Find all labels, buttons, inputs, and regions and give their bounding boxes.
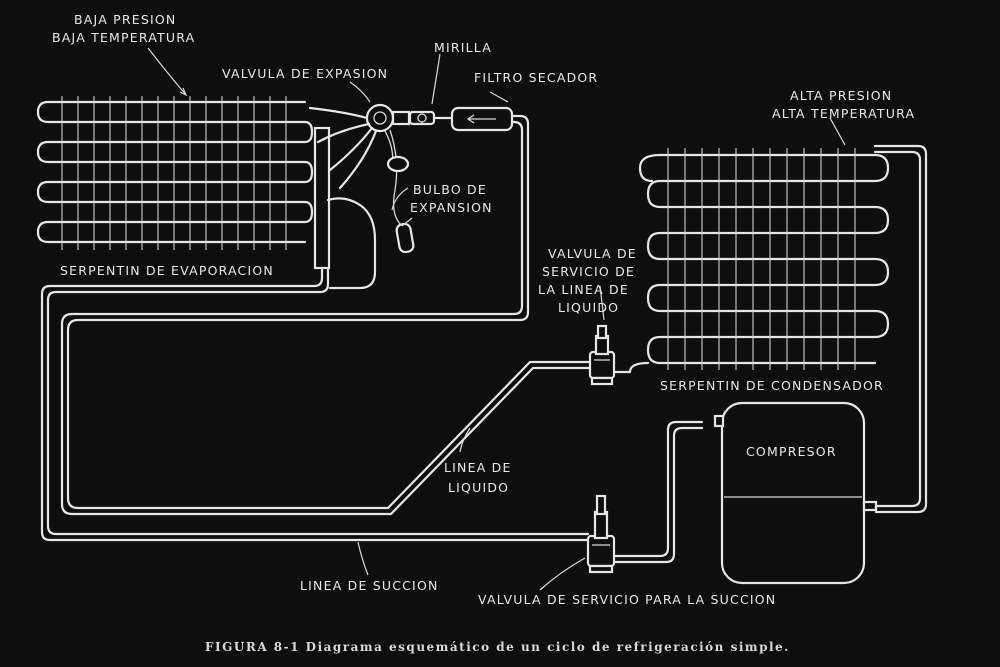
expansion-bulb-label-1: BULBO DE (413, 182, 487, 197)
liquid-line-label-1: LINEA DE (444, 460, 512, 475)
evaporator-coil-label: SERPENTIN DE EVAPORACION (60, 263, 274, 278)
suction-service-valve-label: VALVULA DE SERVICIO PARA LA SUCCION (478, 592, 777, 607)
suction-line-label: LINEA DE SUCCION (300, 578, 439, 593)
liquid-line (612, 361, 650, 374)
liquid-service-valve (588, 324, 616, 386)
evaporator-header (313, 126, 331, 270)
liquid-service-valve-label-3: LA LINEA DE (538, 282, 629, 297)
suction-line (40, 266, 590, 542)
compressor (713, 401, 878, 585)
liquid-service-valve-label-4: LIQUIDO (558, 300, 620, 315)
discharge-line (873, 150, 922, 508)
figure-caption: FIGURA 8-1 Diagrama esquemático de un ci… (205, 640, 790, 654)
filter-drier-label: FILTRO SECADOR (474, 70, 599, 85)
sight-glass-label: MIRILLA (434, 40, 493, 55)
high-temperature-label: ALTA TEMPERATURA (772, 106, 916, 121)
expansion-valve (308, 103, 411, 190)
expansion-valve-label: VALVULA DE EXPASION (222, 66, 389, 81)
filter-drier (450, 106, 514, 132)
low-pressure-label: BAJA PRESION (74, 12, 177, 27)
condenser-coil-label: SERPENTIN DE CONDENSADOR (660, 378, 884, 393)
high-pressure-label: ALTA PRESION (790, 88, 893, 103)
expansion-bulb-label-2: EXPANSION (410, 200, 493, 215)
low-temperature-label: BAJA TEMPERATURA (52, 30, 196, 45)
liquid-line-label-2: LIQUIDO (448, 480, 510, 495)
liquid-service-valve-label-1: VALVULA DE (548, 246, 637, 261)
sight-glass (408, 110, 454, 126)
label-leaders (147, 47, 846, 591)
compressor-label: COMPRESOR (746, 444, 837, 459)
liquid-service-valve-label-2: SERVICIO DE (542, 264, 636, 279)
condenser-coil (638, 148, 890, 370)
evaporator-coil (36, 96, 331, 270)
suction-service-valve (586, 494, 616, 574)
expansion-bulb (386, 129, 415, 254)
